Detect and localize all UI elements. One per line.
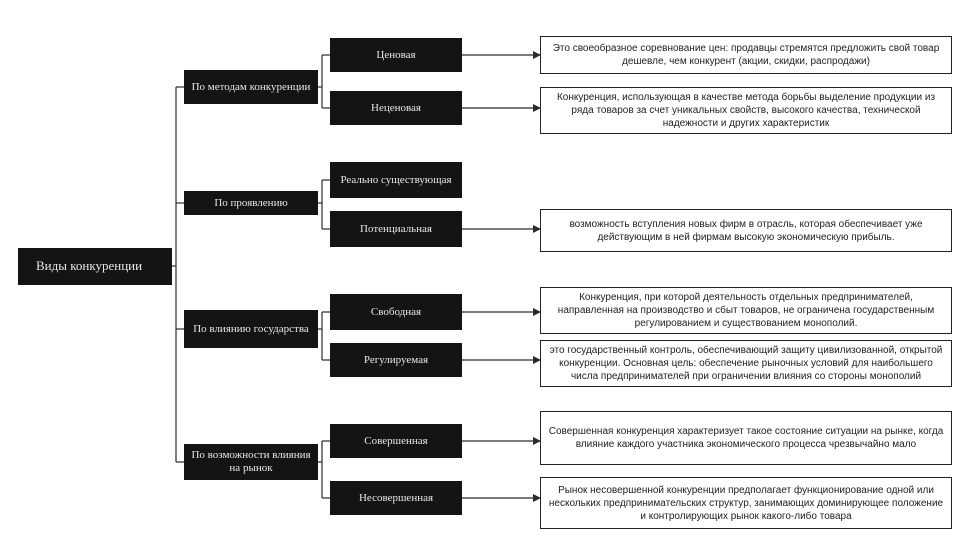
category-methods: По методам конкуренции (184, 70, 318, 104)
type-potential: Потенциальная (330, 211, 462, 247)
type-perfect: Совершенная (330, 424, 462, 458)
category-market-influence: По возможности влияния на рынок (184, 444, 318, 480)
description-potential: возможность вступления новых фирм в отра… (540, 209, 952, 252)
type-regulated: Регулируемая (330, 343, 462, 377)
description-regulated: это государственный контроль, обеспечива… (540, 340, 952, 387)
description-free: Конкуренция, при которой деятельность от… (540, 287, 952, 334)
type-price: Ценовая (330, 38, 462, 72)
category-state-influence: По влиянию государства (184, 310, 318, 348)
type-nonprice: Неценовая (330, 91, 462, 125)
type-free: Свободная (330, 294, 462, 330)
category-manifestation: По проявлению (184, 191, 318, 215)
description-perfect: Совершенная конкуренция характеризует та… (540, 411, 952, 465)
description-imperfect: Рынок несовершенной конкуренции предпола… (540, 477, 952, 529)
description-nonprice: Конкуренция, использующая в качестве мет… (540, 87, 952, 134)
root-node: Виды конкуренции (18, 248, 172, 285)
type-imperfect: Несовершенная (330, 481, 462, 515)
description-price: Это своеобразное соревнование цен: прода… (540, 36, 952, 74)
type-actual: Реально существующая (330, 162, 462, 198)
